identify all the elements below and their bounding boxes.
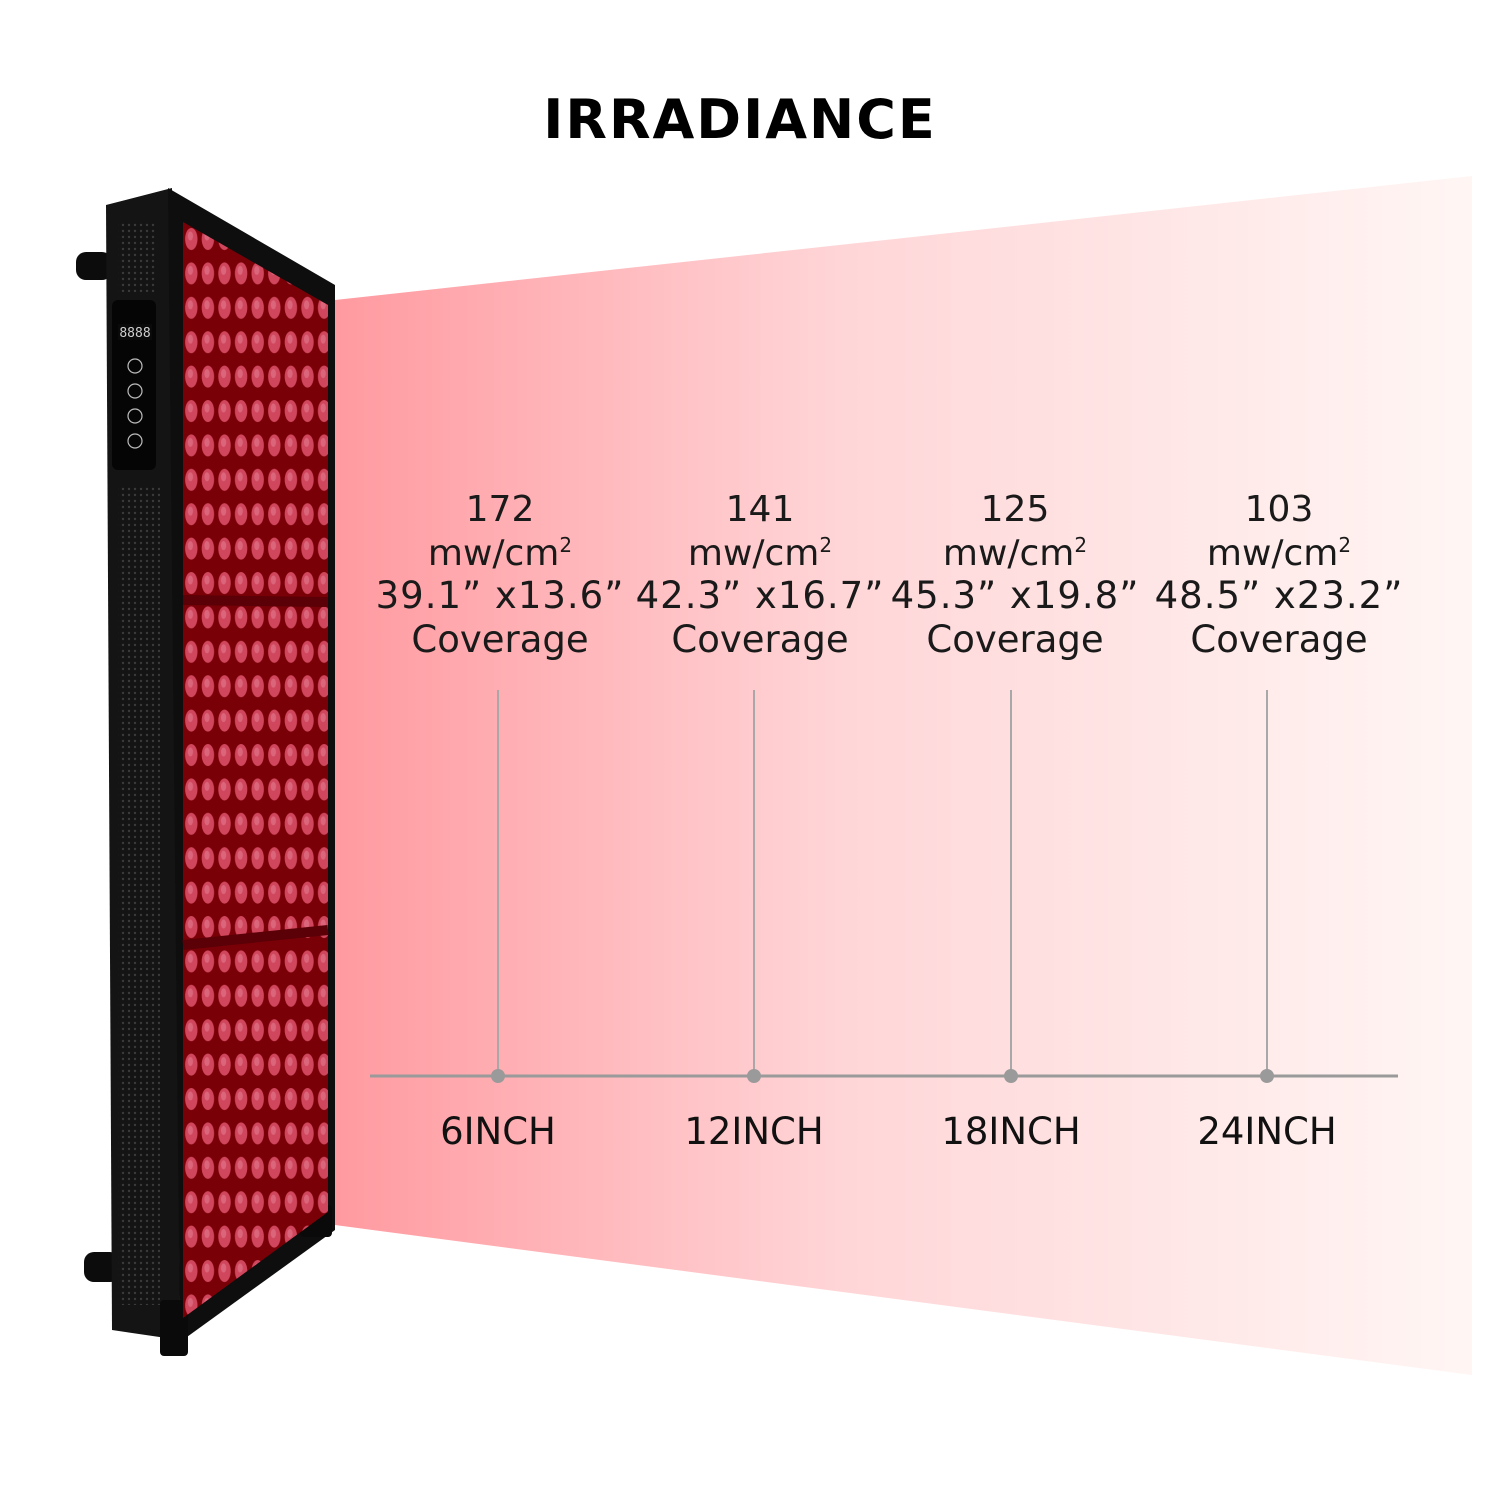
irradiance-unit: mw/cm2 bbox=[427, 533, 573, 574]
light-beam bbox=[335, 176, 1472, 1375]
measure-lines bbox=[497, 690, 1268, 1076]
coverage-label: Coverage bbox=[1190, 618, 1368, 661]
measurement-24inch: 103 mw/cm2 48.5” x23.2” Coverage bbox=[1149, 488, 1409, 662]
device-display: 8888 bbox=[119, 326, 150, 341]
irradiance-value: 141 bbox=[725, 489, 795, 530]
axis-dot bbox=[747, 1069, 761, 1083]
irradiance-unit: mw/cm2 bbox=[1206, 533, 1352, 574]
coverage-label: Coverage bbox=[926, 618, 1104, 661]
control-button-3 bbox=[127, 408, 143, 424]
axis-dot bbox=[1260, 1069, 1274, 1083]
distance-label-24inch: 24INCH bbox=[1197, 1110, 1337, 1153]
axis-dot bbox=[1004, 1069, 1018, 1083]
coverage-dimensions: 42.3” x16.7” bbox=[635, 574, 885, 617]
distance-label-12inch: 12INCH bbox=[684, 1110, 824, 1153]
coverage-label: Coverage bbox=[671, 618, 849, 661]
red-light-panel: 8888 bbox=[76, 188, 335, 1356]
irradiance-value: 103 bbox=[1244, 489, 1314, 530]
irradiance-value: 172 bbox=[465, 489, 535, 530]
irradiance-unit: mw/cm2 bbox=[942, 533, 1088, 574]
page-title: IRRADIANCE bbox=[543, 88, 937, 151]
coverage-dimensions: 45.3” x19.8” bbox=[890, 574, 1140, 617]
coverage-dimensions: 39.1” x13.6” bbox=[375, 574, 625, 617]
control-button-4 bbox=[127, 433, 143, 449]
coverage-dimensions: 48.5” x23.2” bbox=[1154, 574, 1404, 617]
measurement-12inch: 141 mw/cm2 42.3” x16.7” Coverage bbox=[630, 488, 890, 662]
irradiance-unit: mw/cm2 bbox=[687, 533, 833, 574]
coverage-label: Coverage bbox=[411, 618, 589, 661]
axis-dot bbox=[491, 1069, 505, 1083]
control-button-1 bbox=[127, 358, 143, 374]
distance-label-18inch: 18INCH bbox=[941, 1110, 1081, 1153]
measurement-6inch: 172 mw/cm2 39.1” x13.6” Coverage bbox=[370, 488, 630, 662]
distance-label-6inch: 6INCH bbox=[440, 1110, 556, 1153]
measurement-18inch: 125 mw/cm2 45.3” x19.8” Coverage bbox=[885, 488, 1145, 662]
irradiance-value: 125 bbox=[980, 489, 1050, 530]
axis-dots bbox=[491, 1069, 1274, 1083]
control-button-2 bbox=[127, 383, 143, 399]
